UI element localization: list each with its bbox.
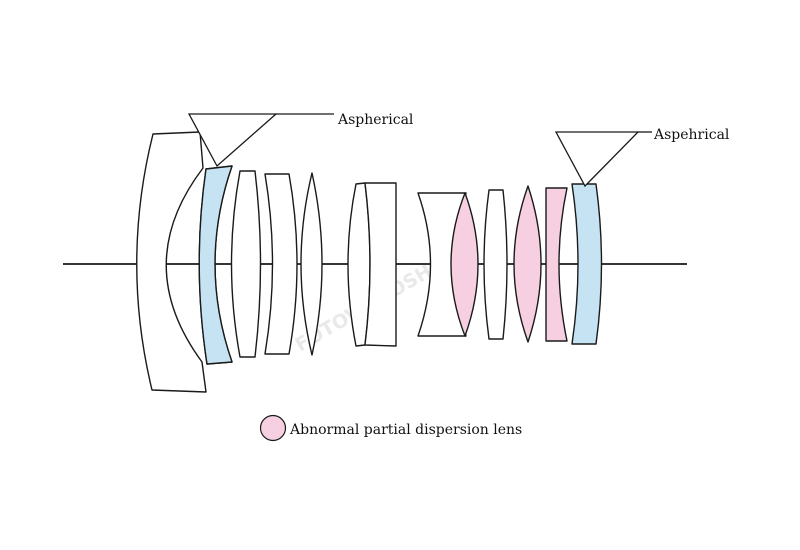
lens-element-4 xyxy=(264,173,298,355)
aspherical-callout-left xyxy=(187,113,334,168)
lens-element-6 xyxy=(347,182,371,347)
lens-element-12 xyxy=(545,187,568,342)
legend-swatch-abnormal-dispersion xyxy=(259,414,287,442)
lens-element-10 xyxy=(483,189,508,340)
aspherical-label-left: Aspherical xyxy=(337,112,414,128)
aspherical-callout-right xyxy=(554,131,652,188)
lens-element-1 xyxy=(136,131,207,393)
lens-element-5 xyxy=(300,172,323,356)
aspherical-label-right: Aspehrical xyxy=(653,127,730,143)
lens-element-3 xyxy=(230,170,262,358)
lens-element-7 xyxy=(364,182,397,347)
lens-element-2-fill xyxy=(198,165,233,365)
lens-element-9 xyxy=(450,192,479,337)
lens-element-13 xyxy=(571,183,603,345)
legend-label: Abnormal partial dispersion lens xyxy=(289,422,522,438)
lens-element-11 xyxy=(513,185,542,343)
